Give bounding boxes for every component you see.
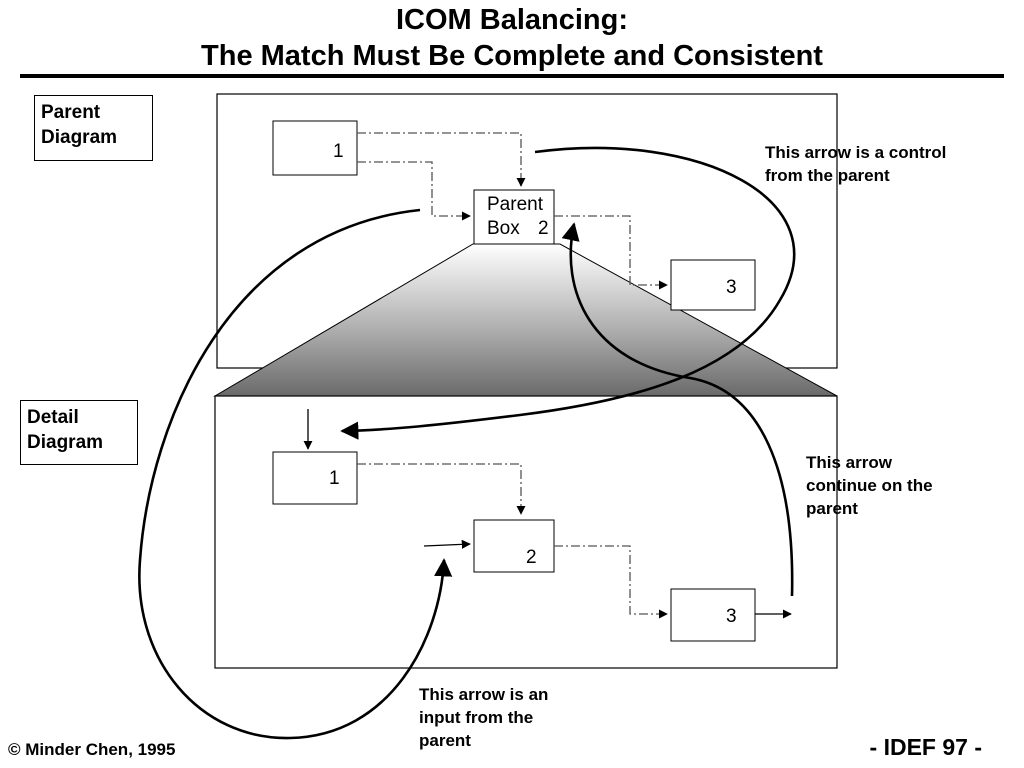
output-note-line-3: parent xyxy=(806,499,858,518)
correspondence-curves xyxy=(138,146,796,740)
parent-box-1-number: 1 xyxy=(333,141,344,162)
parent-box-1 xyxy=(272,120,358,176)
detail-box-2 xyxy=(473,519,555,573)
slide-title: ICOM Balancing: The Match Must Be Comple… xyxy=(0,2,1024,74)
parent-box-2 xyxy=(473,189,555,245)
detail-solid-arrows xyxy=(303,409,792,619)
detail-box-1-number: 1 xyxy=(329,468,340,489)
title-line-1: ICOM Balancing: xyxy=(395,4,628,36)
input-note-line-3: parent xyxy=(419,731,471,750)
control-correspondence-curve xyxy=(340,146,796,440)
detail-diagram-label: Detail Diagram xyxy=(20,400,138,465)
output-correspondence-curve xyxy=(561,222,794,597)
output-note-line-2: continue on the xyxy=(806,476,933,495)
copyright: © Minder Chen, 1995 xyxy=(8,740,176,759)
detail-box-2-number: 2 xyxy=(526,547,537,568)
parent-box-2-number: 2 xyxy=(538,218,549,239)
control-note-line-2: from the parent xyxy=(765,166,890,185)
detail-box-3 xyxy=(670,588,756,642)
parent-arrows xyxy=(357,132,668,290)
detail-diagram-label-line-1: Detail xyxy=(27,407,79,428)
detail-diagram-frame xyxy=(214,395,838,669)
parent-box-3 xyxy=(670,259,756,311)
output-note-line-1: This arrow xyxy=(806,453,892,472)
title-line-2: The Match Must Be Complete and Consisten… xyxy=(201,40,823,72)
output-note: This arrow continue on the parent xyxy=(806,451,933,520)
parent-diagram-label-line-2: Diagram xyxy=(41,127,118,148)
input-correspondence-curve xyxy=(138,208,453,740)
parent-box-3-number: 3 xyxy=(726,277,737,298)
parent-box-2-label: Parent xyxy=(487,194,544,215)
detail-box-3-number: 3 xyxy=(726,606,737,627)
detail-diagram-label-line-2: Diagram xyxy=(27,432,104,453)
parent-diagram-label-line-1: Parent xyxy=(41,102,101,123)
input-note-line-2: input from the xyxy=(419,708,534,727)
input-note: This arrow is an input from the parent xyxy=(419,683,548,752)
parent-diagram-label: Parent Diagram xyxy=(34,95,153,161)
control-note: This arrow is a control from the parent xyxy=(765,141,946,187)
parent-box-2-label-2: Box xyxy=(487,218,520,239)
title-underline xyxy=(20,74,1004,78)
detail-arrows xyxy=(357,463,668,619)
control-note-line-1: This arrow is a control xyxy=(765,143,947,162)
detail-box-1 xyxy=(272,451,358,505)
page-number: - IDEF 97 - xyxy=(869,734,982,760)
input-note-line-1: This arrow is an xyxy=(419,685,549,704)
